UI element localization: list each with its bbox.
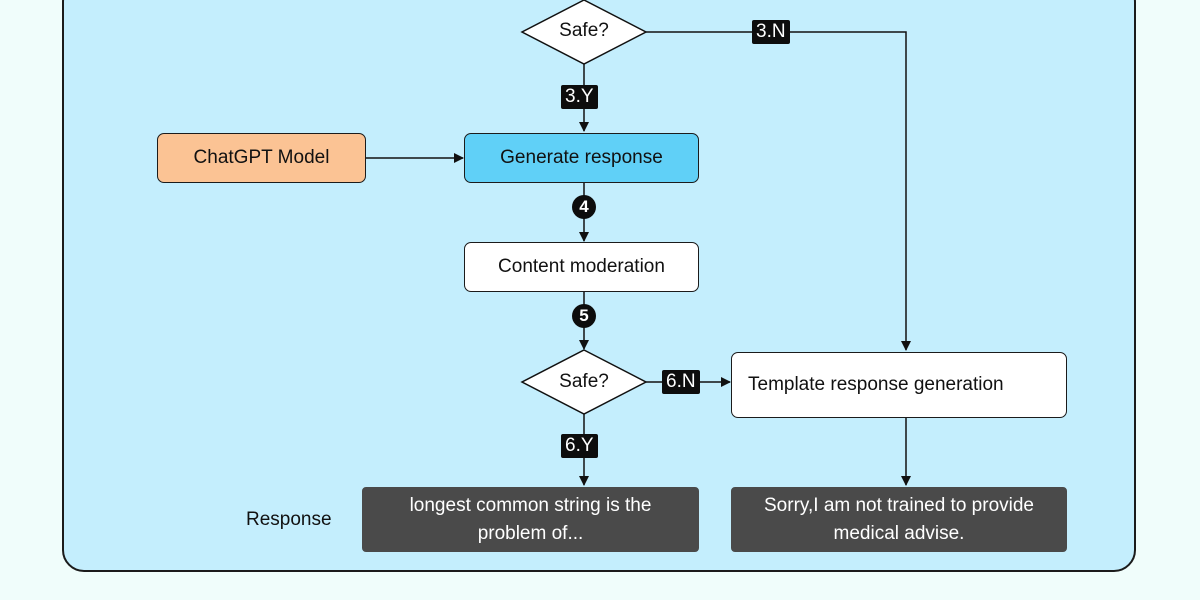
response-label: Response (246, 509, 332, 530)
chatgpt-model-node: ChatGPT Model (157, 133, 366, 183)
edge-label-6n: 6.N (662, 370, 700, 394)
response-unsafe-node: Sorry,I am not trained to provide medica… (731, 487, 1067, 552)
edge-step-4: 4 (572, 195, 596, 219)
content-moderation-node: Content moderation (464, 242, 699, 292)
response-safe-node: longest common string is the problem of.… (362, 487, 699, 552)
generate-response-node: Generate response (464, 133, 699, 183)
decision-safe-top-label: Safe? (559, 20, 609, 41)
edge-label-3n: 3.N (752, 20, 790, 44)
edge-label-6y: 6.Y (561, 434, 598, 458)
edge-label-3y: 3.Y (561, 85, 598, 109)
edge-step-5: 5 (572, 304, 596, 328)
template-response-node: Template response generation (731, 352, 1067, 418)
decision-safe-bottom-label: Safe? (559, 371, 609, 392)
